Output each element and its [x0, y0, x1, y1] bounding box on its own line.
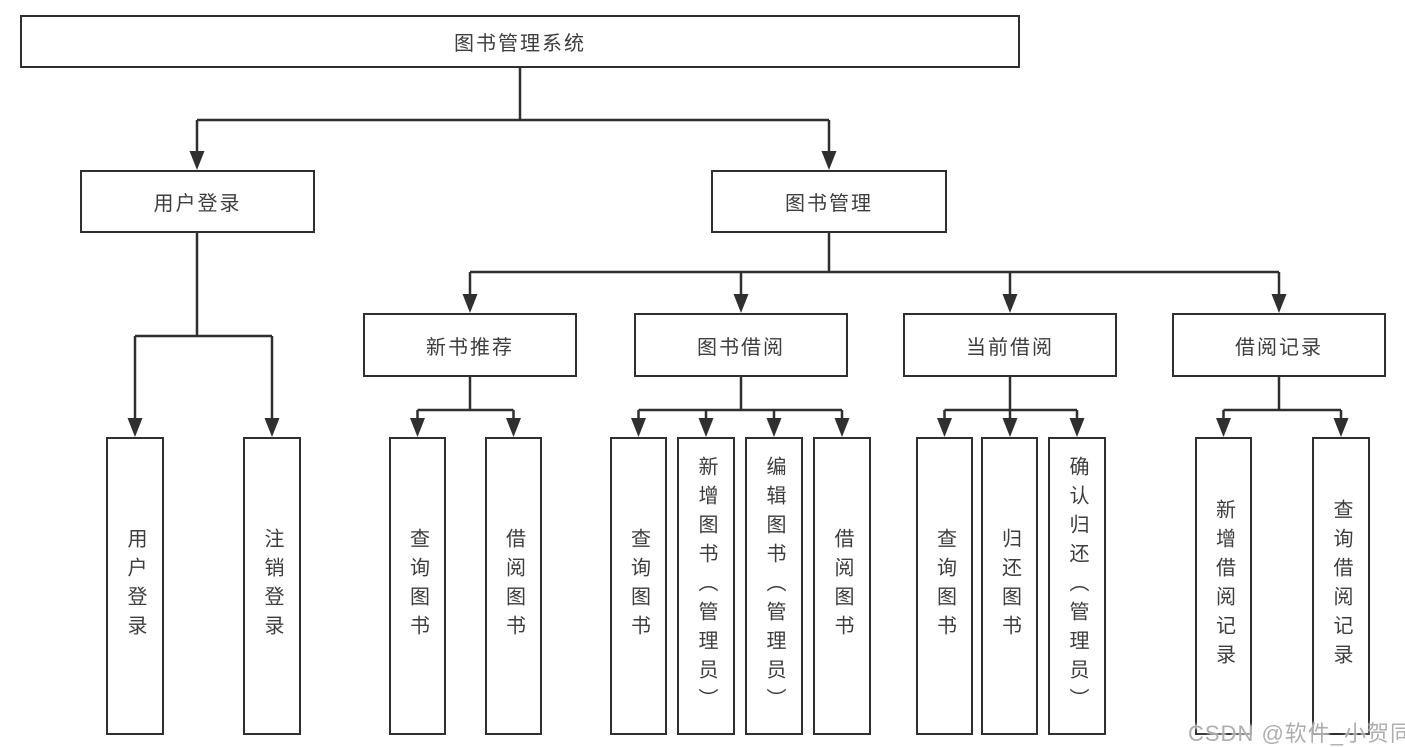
- leaf-current-return-book-label: 归还图书: [998, 528, 1021, 644]
- root-node-label: 图书管理系统: [454, 33, 586, 55]
- leaf-records-query-record-label: 查询借阅记录: [1330, 499, 1352, 673]
- node-borrow-records: 借阅记录: [1172, 313, 1386, 377]
- leaf-recommend-borrow-book-label: 借阅图书: [502, 528, 525, 644]
- leaf-current-confirm-return-admin: 确认归还（管理员）: [1048, 437, 1106, 735]
- watermark: CSDN @软件_小贺同学: [1188, 721, 1405, 746]
- leaf-current-confirm-return-admin-label: 确认归还（管理员）: [1066, 455, 1088, 717]
- leaf-recommend-query-book-label: 查询图书: [406, 528, 429, 644]
- leaf-borrow-query-book: 查询图书: [610, 437, 667, 735]
- leaf-current-query-book: 查询图书: [916, 437, 973, 735]
- leaf-records-add-record: 新增借阅记录: [1195, 437, 1252, 735]
- leaf-recommend-query-book: 查询图书: [389, 437, 446, 735]
- root-node-library-system: 图书管理系统: [20, 15, 1020, 68]
- node-book-management: 图书管理: [711, 170, 947, 233]
- leaf-current-return-book: 归还图书: [981, 437, 1038, 735]
- leaf-borrow-borrow-book: 借阅图书: [813, 437, 871, 735]
- node-borrow-records-label: 借阅记录: [1235, 336, 1323, 359]
- node-user-login-label: 用户登录: [153, 193, 242, 215]
- leaf-logout: 注销登录: [243, 437, 301, 735]
- node-book-borrow: 图书借阅: [634, 313, 848, 377]
- node-current-borrow: 当前借阅: [903, 313, 1117, 377]
- leaf-borrow-edit-book-admin: 编辑图书（管理员）: [745, 437, 803, 735]
- leaf-current-query-book-label: 查询图书: [933, 528, 956, 644]
- leaf-borrow-borrow-book-label: 借阅图书: [831, 528, 853, 644]
- leaf-user-login-label: 用户登录: [124, 528, 146, 644]
- node-user-login: 用户登录: [80, 170, 315, 233]
- node-new-book-recommend-label: 新书推荐: [426, 336, 514, 359]
- leaf-records-add-record-label: 新增借阅记录: [1212, 499, 1235, 673]
- node-new-book-recommend: 新书推荐: [363, 313, 577, 377]
- leaf-borrow-edit-book-admin-label: 编辑图书（管理员）: [763, 455, 785, 717]
- node-book-management-label: 图书管理: [785, 193, 873, 215]
- node-current-borrow-label: 当前借阅: [966, 336, 1054, 359]
- leaf-logout-label: 注销登录: [261, 528, 283, 644]
- leaf-recommend-borrow-book: 借阅图书: [485, 437, 542, 735]
- leaf-borrow-query-book-label: 查询图书: [627, 528, 650, 644]
- leaf-borrow-add-book-admin-label: 新增图书（管理员）: [695, 455, 717, 717]
- leaf-records-query-record: 查询借阅记录: [1312, 437, 1370, 735]
- node-book-borrow-label: 图书借阅: [697, 336, 785, 359]
- leaf-borrow-add-book-admin: 新增图书（管理员）: [677, 437, 735, 735]
- leaf-user-login: 用户登录: [106, 437, 164, 735]
